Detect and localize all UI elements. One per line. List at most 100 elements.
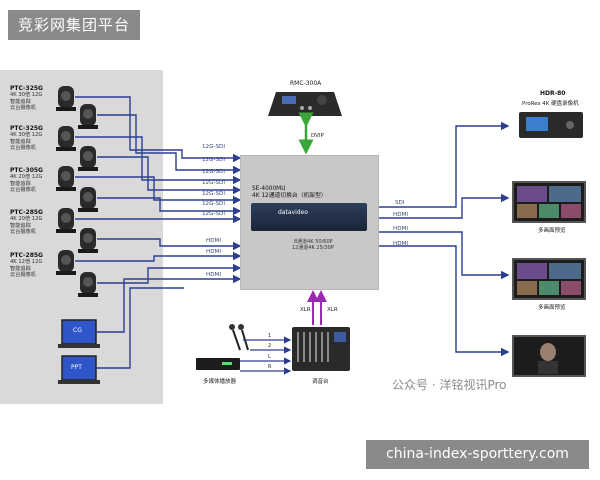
camera-model: PTC-285G (10, 252, 43, 259)
mixer-label: 调音台 (312, 379, 329, 385)
switcher-spec: 8通道4K 50/60P (294, 239, 333, 245)
camera-feature: 智能追踪 (10, 265, 31, 272)
camera-type: 云台摄像机 (10, 145, 36, 152)
switcher-spec: 12通道4K 25/30P (292, 245, 334, 251)
camera-feature: 智能追踪 (10, 180, 31, 187)
monitor-icon (512, 181, 586, 223)
input-line (97, 156, 242, 195)
switcher-brand: datavideo (278, 209, 308, 216)
recorder-icon (519, 112, 583, 138)
signal-label: 12G-SDI (202, 191, 225, 197)
camera-feature: 智能追踪 (10, 138, 31, 145)
recorder-model: HDR-80 (540, 90, 566, 97)
input-line (75, 176, 242, 205)
output-signal-label: HDMI (393, 212, 408, 218)
signal-label: HDMI (206, 238, 221, 244)
audio-mixer-icon (292, 327, 350, 371)
monitor-icon (512, 258, 586, 300)
ptz-camera-icon (56, 208, 76, 233)
signal-label: 12G-SDI (202, 211, 225, 217)
ptz-camera-icon (56, 250, 76, 275)
ptz-camera-icon (78, 228, 98, 253)
signal-label: 12G-SDI (202, 144, 225, 150)
camera-model: PTC-285G (10, 209, 43, 216)
signal-label: HDMI (206, 249, 221, 255)
header-banner: 竞彩网集团平台 (8, 10, 140, 40)
output-signal-label: HDMI (393, 226, 408, 232)
monitor-label: 多画面预览 (538, 228, 566, 234)
input-line (97, 263, 242, 284)
camera-label-2: PTC-325G 4K 30倍 12G 智能追踪 云台摄像机 (10, 125, 43, 152)
input-line (97, 114, 242, 175)
input-line (75, 96, 242, 163)
camera-feature: 智能追踪 (10, 222, 31, 229)
monitor-icon (512, 335, 586, 377)
watermark: 公众号 · 洋铭视讯Pro (392, 378, 507, 392)
laptop-screen-label: CG (73, 327, 82, 334)
rack-unit (251, 203, 367, 231)
camera-type: 云台摄像机 (10, 187, 36, 194)
signal-label: 12G-SDI (202, 201, 225, 207)
signal-label: 12G-SDI (202, 169, 225, 175)
laptop-icon-ppt (58, 355, 100, 384)
camera-label-1: PTC-325G 4K 30倍 12G 智能追踪 云台摄像机 (10, 85, 43, 112)
output-line (377, 231, 510, 280)
audio-channel-label: R (268, 364, 272, 370)
laptop-screen-label: PPT (71, 364, 82, 371)
ptz-camera-icon (56, 126, 76, 151)
input-line (97, 197, 242, 216)
audio-channel-label: L (268, 354, 271, 360)
ptz-camera-icon (56, 166, 76, 191)
monitor-label: 多画面预览 (538, 305, 566, 311)
ptz-camera-icon (78, 104, 98, 129)
controller-icon (268, 92, 342, 116)
output-line (377, 245, 510, 357)
output-signal-label: HDMI (393, 241, 408, 247)
camera-type: 云台摄像机 (10, 229, 36, 236)
audio-channel-label: 2 (268, 343, 272, 349)
camera-spec: 4K 20倍 12G (10, 174, 43, 181)
output-line (377, 121, 510, 208)
input-line (97, 238, 242, 251)
ptz-camera-icon (56, 86, 76, 111)
player-label: 多媒体播放器 (203, 379, 237, 385)
camera-model: PTC-325G (10, 85, 43, 92)
camera-spec: 4K 12倍 12G (10, 259, 43, 266)
laptop-icon-cg (58, 319, 100, 348)
switcher-desc: 4K 12通道切换台（机架型） (252, 193, 327, 199)
camera-spec: 4K 30倍 12G (10, 92, 43, 99)
input-line (96, 287, 184, 369)
output-line (377, 193, 510, 219)
input-line (75, 251, 242, 262)
input-line (75, 136, 242, 185)
signal-label: 12G-SDI (202, 180, 225, 186)
dvip-label: DVIP (311, 133, 324, 139)
camera-type: 云台摄像机 (10, 272, 36, 279)
camera-label-4: PTC-285G 4K 20倍 12G 智能追踪 云台摄像机 (10, 209, 43, 236)
camera-type: 云台摄像机 (10, 105, 36, 112)
xlr-label: XLR (327, 307, 338, 313)
input-line (96, 274, 242, 333)
camera-label-5: PTC-285G 4K 12倍 12G 智能追踪 云台摄像机 (10, 252, 43, 279)
camera-model: PTC-325G (10, 125, 43, 132)
signal-label: 12G-SDI (202, 157, 225, 163)
recorder-desc: ProRes 4K 硬盘录像机 (522, 101, 579, 107)
ptz-camera-icon (78, 187, 98, 212)
camera-label-3: PTC-305G 4K 20倍 12G 智能追踪 云台摄像机 (10, 167, 43, 194)
signal-label: HDMI (206, 272, 221, 278)
camera-feature: 智能追踪 (10, 98, 31, 105)
camera-spec: 4K 30倍 12G (10, 132, 43, 139)
xlr-label: XLR (300, 307, 311, 313)
switcher-model: SE-4000MU (252, 186, 286, 192)
ptz-camera-icon (78, 272, 98, 297)
footer-site: china-index-sporttery.com (366, 440, 589, 469)
audio-channel-label: 1 (268, 333, 272, 339)
ptz-camera-icon (78, 146, 98, 171)
microphone-icon (229, 324, 241, 351)
media-player-icon (196, 358, 240, 370)
output-signal-label: SDI (395, 200, 405, 206)
camera-model: PTC-305G (10, 167, 43, 174)
camera-spec: 4K 20倍 12G (10, 216, 43, 223)
controller-name: RMC-300A (290, 80, 322, 87)
